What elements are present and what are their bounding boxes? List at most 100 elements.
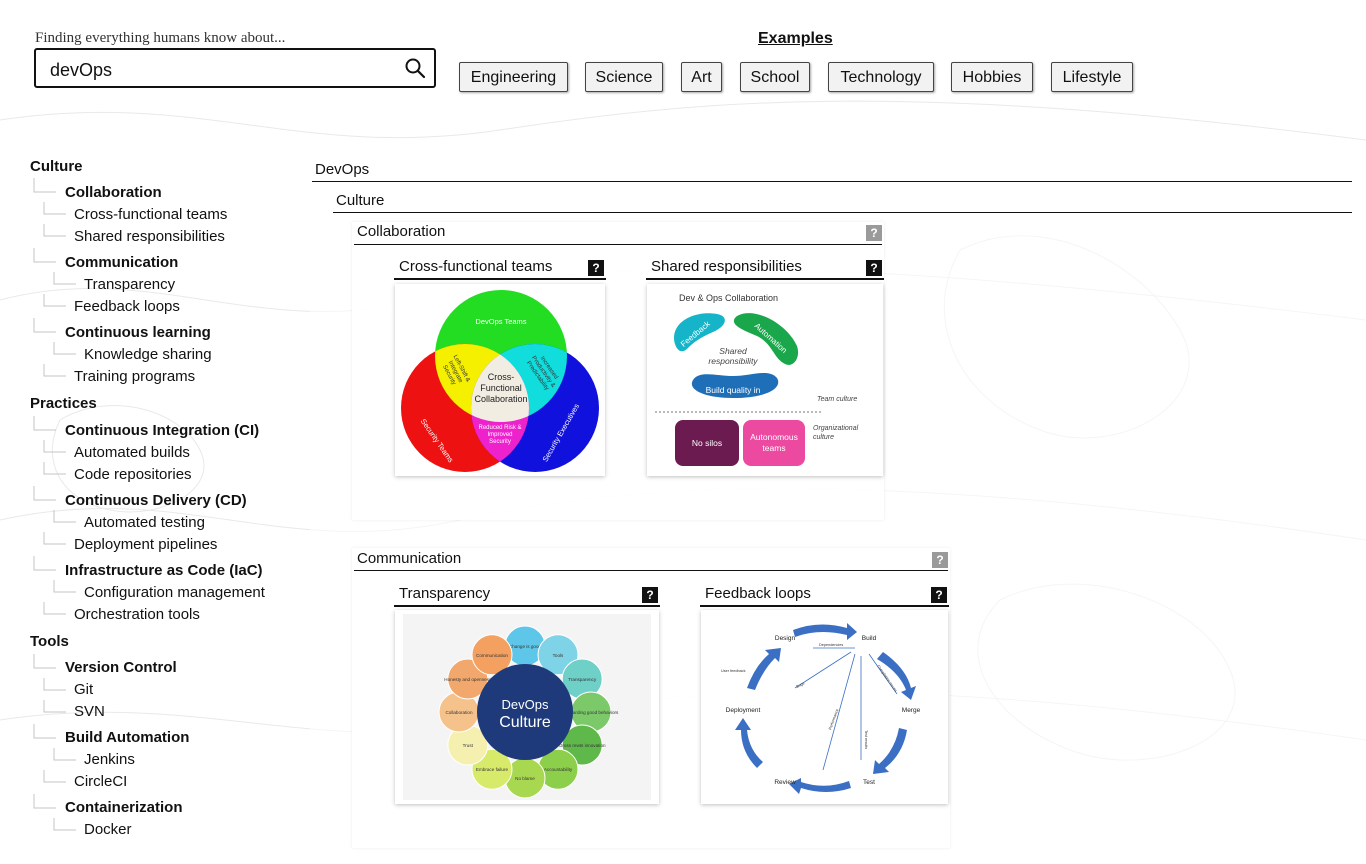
automation-blob	[733, 313, 799, 365]
card-rule-shared-responsibilities	[646, 278, 884, 280]
tree-item-automated-testing[interactable]: Automated testing	[84, 514, 205, 531]
help-icon-cross-functional[interactable]: ?	[588, 260, 604, 276]
heading-devops: DevOps	[315, 161, 370, 178]
card-rule-feedback-loops	[700, 605, 949, 607]
wheel-petal-label: Transparency	[568, 677, 597, 682]
wheel-petal-label: Change is good	[509, 644, 542, 649]
tree-item-code-repositories[interactable]: Code repositories	[74, 466, 192, 483]
wheel-petal-label: Communication	[476, 653, 508, 658]
wheel-petal-label: Collaboration	[445, 710, 473, 715]
no-silos-box	[675, 420, 739, 466]
example-chip-lifestyle[interactable]: Lifestyle	[1051, 62, 1133, 92]
tree-category-tools[interactable]: Tools	[30, 633, 69, 650]
tree-item-svn[interactable]: SVN	[74, 703, 105, 720]
wheel-petal-label: Accountability	[544, 767, 573, 772]
diagram-org-1: Organizational	[813, 425, 859, 432]
help-icon-feedback-loops[interactable]: ?	[931, 587, 947, 603]
cycle-node-merge: Merge	[902, 707, 921, 714]
help-icon-communication[interactable]: ?	[932, 552, 948, 568]
wheel-petal-label: Tools	[553, 653, 564, 658]
diagram-title: Dev & Ops Collaboration	[679, 293, 778, 303]
cycle-node-design: Design	[775, 635, 796, 642]
rule-collaboration	[354, 244, 882, 245]
devops-culture-wheel: Change is goodToolsTransparencyRewarding…	[403, 614, 651, 800]
search-box[interactable]	[34, 48, 436, 88]
tree-category-practices[interactable]: Practices	[30, 395, 97, 412]
card-image-shared-responsibilities[interactable]: Dev & Ops Collaboration Feedback Automat…	[647, 284, 883, 476]
section-title-collaboration: Collaboration	[357, 223, 446, 240]
search-icon[interactable]	[404, 57, 426, 79]
tree-group-iac[interactable]: Infrastructure as Code (IaC)	[65, 562, 263, 579]
section-title-communication: Communication	[357, 550, 462, 567]
wheel-center-line1: DevOps	[502, 697, 549, 712]
diagram-build: Build quality in	[706, 385, 761, 395]
card-rule-transparency	[394, 605, 660, 607]
tree-item-docker[interactable]: Docker	[84, 821, 132, 838]
diagram-shared-1: Shared	[719, 346, 747, 356]
venn-center-line3: Collaboration	[474, 394, 527, 404]
example-chip-technology[interactable]: Technology	[828, 62, 934, 92]
example-chip-science[interactable]: Science	[585, 62, 663, 92]
build-quality-blob	[691, 372, 779, 398]
cycle-node-review: Review	[774, 779, 796, 786]
diagram-autonomous-1: Autonomous	[750, 432, 798, 442]
rule-culture	[333, 212, 1352, 213]
diagram-autonomous-2: teams	[762, 443, 785, 453]
tree-group-containerization[interactable]: Containerization	[65, 799, 183, 816]
cycle-feedback-lines	[794, 647, 898, 771]
cycle-note-user-feedback: User feedback	[721, 669, 746, 673]
wheel-petal-label: Honesty and openness	[444, 677, 492, 682]
tree-item-git[interactable]: Git	[74, 681, 94, 698]
example-chip-hobbies[interactable]: Hobbies	[951, 62, 1033, 92]
tree-connector-lines	[33, 178, 76, 831]
tree-group-collaboration[interactable]: Collaboration	[65, 184, 162, 201]
diagram-no-silos: No silos	[692, 438, 722, 448]
help-icon-transparency[interactable]: ?	[642, 587, 658, 603]
card-image-feedback-loops[interactable]: Design Build Merge Test Review Deploymen…	[701, 610, 948, 804]
example-chip-art[interactable]: Art	[681, 62, 722, 92]
tree-item-jenkins[interactable]: Jenkins	[84, 751, 135, 768]
help-icon-collaboration[interactable]: ?	[866, 225, 882, 241]
diagram-org-2: culture	[813, 434, 834, 441]
help-icon-shared-responsibilities[interactable]: ?	[866, 260, 882, 276]
tree-item-training-programs[interactable]: Training programs	[74, 368, 196, 385]
venn-center-line2: Functional	[480, 383, 522, 393]
card-title-cross-functional: Cross-functional teams	[399, 258, 553, 275]
wheel-center-line2: Culture	[499, 714, 551, 731]
tree-group-ci[interactable]: Continuous Integration (CI)	[65, 422, 260, 439]
tree-item-shared-responsibilities[interactable]: Shared responsibilities	[74, 228, 225, 245]
tree-group-communication[interactable]: Communication	[65, 254, 179, 271]
cycle-note-dependencies: Dependencies	[819, 643, 843, 647]
example-chip-school[interactable]: School	[740, 62, 810, 92]
tree-item-cross-functional-teams[interactable]: Cross-functional teams	[74, 206, 228, 223]
tree-item-circleci[interactable]: CircleCI	[74, 773, 128, 790]
venn-bottom-overlap-3: Security	[489, 439, 511, 445]
wheel-petal-label: Gross rewts innovation	[559, 743, 606, 748]
tree-item-transparency[interactable]: Transparency	[84, 276, 176, 293]
tree-item-automated-builds[interactable]: Automated builds	[74, 444, 190, 461]
tree-item-configuration-management[interactable]: Configuration management	[84, 584, 265, 601]
venn-center-line1: Cross-	[488, 372, 515, 382]
search-input[interactable]	[48, 56, 392, 84]
venn-bottom-overlap-1: Reduced Risk &	[478, 425, 521, 431]
venn-diagram: DevOps Teams Security Teams Security Exe…	[401, 290, 599, 472]
tree-group-cd[interactable]: Continuous Delivery (CD)	[65, 492, 247, 509]
example-chip-engineering[interactable]: Engineering	[459, 62, 568, 92]
tree-group-version-control[interactable]: Version Control	[65, 659, 177, 676]
tree-item-orchestration-tools[interactable]: Orchestration tools	[74, 606, 200, 623]
cycle-note-test-results: Test results	[864, 730, 868, 749]
tree-group-build-automation[interactable]: Build Automation	[65, 729, 190, 746]
wheel-petal	[471, 634, 513, 676]
tree-category-culture[interactable]: Culture	[30, 158, 83, 175]
tree-item-deployment-pipelines[interactable]: Deployment pipelines	[74, 536, 218, 553]
tree-item-knowledge-sharing[interactable]: Knowledge sharing	[84, 346, 212, 363]
card-image-cross-functional[interactable]: DevOps Teams Security Teams Security Exe…	[395, 284, 605, 476]
card-title-shared-responsibilities: Shared responsibilities	[651, 258, 802, 275]
card-rule-cross-functional	[394, 278, 606, 280]
tree-item-feedback-loops[interactable]: Feedback loops	[74, 298, 180, 315]
tree-group-continuous-learning[interactable]: Continuous learning	[65, 324, 211, 341]
diagram-team-culture: Team culture	[817, 396, 857, 403]
wheel-petal-label: Embrace failure	[476, 767, 509, 772]
card-title-feedback-loops: Feedback loops	[705, 585, 811, 602]
